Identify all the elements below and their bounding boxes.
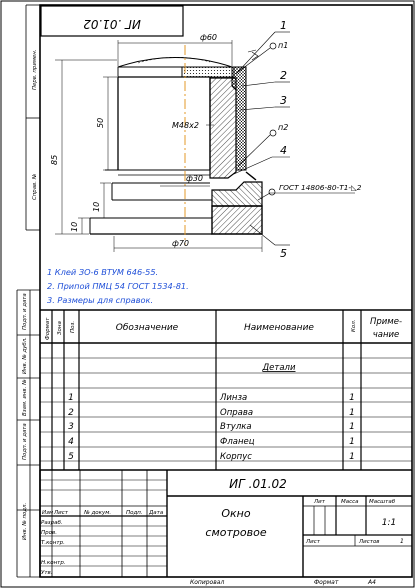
flange-part — [211, 181, 263, 207]
callout-1: 1 — [280, 19, 287, 32]
note-1: 1 Клей ЗО-6 ВТУМ 646-55. — [47, 267, 158, 277]
spec-row-5-pos: 5 — [68, 452, 74, 462]
spec-header-designation: Обозначение — [116, 323, 179, 333]
dim-h10a: 10 — [70, 222, 79, 232]
margin-label-sprav: Справ. № — [32, 173, 38, 200]
spec-row-3-qty: 1 — [349, 422, 355, 432]
spec-header-qty: Кол. — [351, 319, 357, 332]
weld-note: ГОСТ 14806-80-Т1-◺2 — [279, 183, 362, 192]
spec-header-name: Наименование — [244, 323, 314, 333]
spec-row-1-name: Линза — [219, 393, 247, 403]
spec-row-5-qty: 1 — [349, 452, 355, 462]
tb-row-utv: Утв. — [41, 570, 53, 576]
title-name-line2: смотровое — [205, 526, 266, 539]
stamp-code: ИГ .01.02 — [83, 17, 141, 31]
tb-sheets-value: 1 — [400, 538, 404, 545]
tb-mass-label: Масса — [341, 499, 359, 505]
spec-row-2-name: Оправа — [220, 408, 253, 418]
sleeve-part — [209, 77, 237, 179]
spec-header-note-1: Приме- — [370, 317, 402, 327]
margin-label-inv-dubl: Инв. № дубл. — [22, 337, 28, 374]
dim-m48: M48x2 — [172, 121, 199, 130]
tb-col-doc: № докум. — [83, 510, 111, 516]
dim-h85: 85 — [50, 155, 59, 165]
callout-4: 4 — [280, 144, 287, 157]
technical-notes: 1 Клей ЗО-6 ВТУМ 646-55. 2. Припой ПМЦ 5… — [47, 267, 189, 305]
spec-section-label: Детали — [262, 363, 296, 373]
spec-row-3-pos: 3 — [68, 422, 74, 432]
spec-row-5-name: Корпус — [220, 452, 252, 462]
stamp-box — [40, 5, 184, 37]
lens-body — [181, 66, 235, 78]
dim-d70: ф70 — [172, 239, 189, 248]
solder-mark-2: п2 — [278, 123, 288, 132]
title-block — [39, 470, 412, 577]
margin-label-podp-data-1: Подп. и дата — [22, 293, 28, 330]
spec-row-3-name: Втулка — [220, 422, 252, 432]
tb-sheet-label: Лист — [305, 539, 321, 545]
tb-row-razrab: Разраб. — [41, 520, 63, 526]
tb-row-tkontr: Т.контр. — [41, 540, 65, 546]
spec-row-2-qty: 1 — [349, 408, 355, 418]
spec-header-format: Формат — [45, 317, 51, 340]
callout-2: 2 — [280, 69, 287, 82]
dim-h10b: 10 — [92, 202, 101, 212]
spec-row-1-pos: 1 — [68, 393, 74, 403]
lens-dome — [117, 57, 233, 68]
left-margin-column — [16, 4, 40, 578]
tb-scale-label: Масштаб — [369, 499, 396, 505]
tb-col-date: Дата — [148, 510, 164, 516]
callout-3: 3 — [280, 94, 287, 107]
margin-label-vzam-inv: Взам. инв. № — [22, 379, 28, 416]
dim-d60: ф60 — [200, 33, 217, 42]
spec-header-zone: Зона — [57, 321, 63, 335]
tb-lit-label: Лит — [313, 499, 326, 505]
margin-label-podp-data-2: Подп. и дата — [22, 423, 28, 460]
solder-mark-1: п1 — [278, 41, 288, 50]
tb-scale-value: 1:1 — [382, 518, 396, 528]
dim-d30: ф30 — [186, 174, 203, 183]
tb-col-izm: Изм — [42, 510, 53, 516]
tb-col-sign: Подп. — [126, 510, 143, 516]
callout-5: 5 — [280, 247, 287, 260]
spec-row-4-qty: 1 — [349, 437, 355, 447]
spec-row-4-pos: 4 — [68, 437, 74, 447]
tb-row-prov: Пров. — [41, 530, 57, 536]
spec-row-4-name: Фланец — [220, 437, 255, 447]
margin-label-perv-primen: Перв. примен. — [32, 50, 38, 90]
tb-row-nkontr: Н.контр. — [41, 560, 66, 566]
inner-frame — [39, 4, 413, 578]
footer-format-label: Формат — [314, 579, 339, 586]
note-2: 2. Припой ПМЦ 54 ГОСТ 1534-81. — [47, 281, 189, 291]
note-3: 3. Размеры для справок. — [47, 295, 153, 305]
spec-header-pos: Поз. — [70, 321, 76, 333]
housing-part — [211, 205, 263, 235]
tb-sheets-label: Листов — [358, 539, 380, 545]
footer-copied: Копировал — [190, 579, 224, 586]
spec-row-2-pos: 2 — [68, 408, 74, 418]
spec-table — [40, 309, 412, 471]
tb-col-list: Лист — [53, 510, 69, 516]
title-name-line1: Окно — [221, 507, 250, 520]
dim-h50: 50 — [96, 118, 105, 128]
spec-row-1-qty: 1 — [349, 393, 355, 403]
margin-label-inv-podl: Инв. № подл. — [22, 503, 28, 540]
footer-format-value: А4 — [367, 579, 376, 586]
title-code: ИГ .01.02 — [229, 477, 287, 491]
assembly-drawing: ф60 50 85 10 10 ф30 M48x2 ф70 — [50, 19, 362, 260]
spec-header-note-2: чание — [373, 330, 400, 340]
